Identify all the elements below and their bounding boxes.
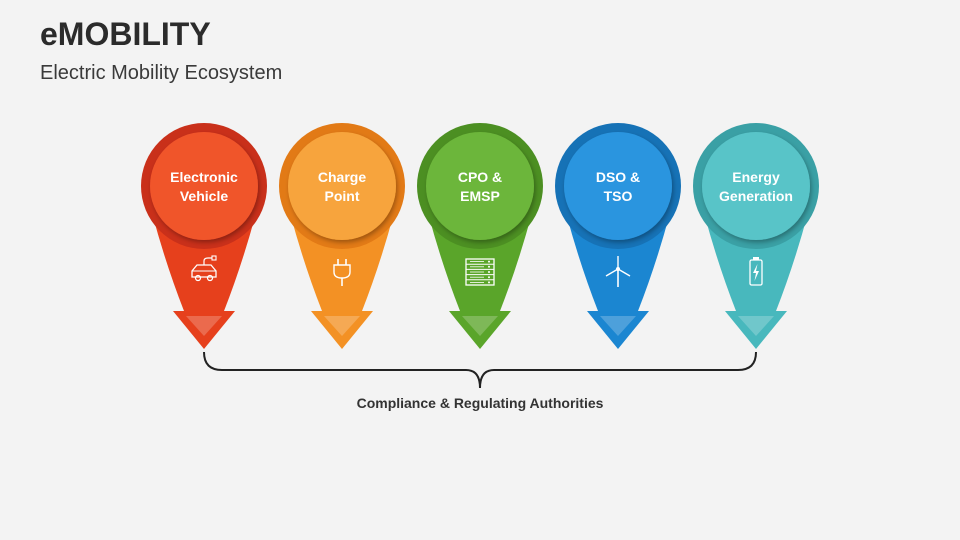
node-arrow-head [311, 311, 373, 349]
node-arrow-highlight [462, 316, 498, 336]
server-rack-icon [465, 258, 495, 286]
node-arrow-head [173, 311, 235, 349]
node-label-line1: CPO & [458, 169, 502, 185]
slide-title: eMOBILITY [40, 16, 211, 52]
node-label-line1: Charge [318, 169, 366, 185]
node-label-line1: Energy [732, 169, 780, 185]
ecosystem-node: CPO & EMSP [417, 123, 543, 349]
wind-turbine-icon [605, 256, 631, 287]
node-arrow-highlight [324, 316, 360, 336]
node-arrow-highlight [600, 316, 636, 336]
node-inner-circle [564, 132, 672, 240]
compliance-label: Compliance & Regulating Authorities [357, 395, 604, 411]
plug-icon [333, 259, 351, 286]
ecosystem-node: DSO & TSO [555, 123, 681, 349]
node-label-line2: Generation [719, 188, 793, 204]
battery-charging-icon [749, 257, 763, 286]
node-inner-circle [288, 132, 396, 240]
node-label-line2: TSO [604, 188, 633, 204]
node-label-line2: EMSP [460, 188, 500, 204]
slide-subtitle: Electric Mobility Ecosystem [40, 62, 283, 84]
node-arrow-head [587, 311, 649, 349]
node-label-line2: Point [325, 188, 360, 204]
node-inner-circle [426, 132, 534, 240]
node-label-line1: Electronic [170, 169, 238, 185]
electric-car-icon [191, 255, 217, 282]
compliance-bracket [203, 351, 757, 389]
node-arrow-highlight [738, 316, 774, 336]
node-inner-circle [150, 132, 258, 240]
node-arrow-highlight [186, 316, 222, 336]
node-arrow-head [449, 311, 511, 349]
node-label-line2: Vehicle [180, 188, 228, 204]
node-inner-circle [702, 132, 810, 240]
node-arrow-head [725, 311, 787, 349]
node-label-line1: DSO & [596, 169, 640, 185]
